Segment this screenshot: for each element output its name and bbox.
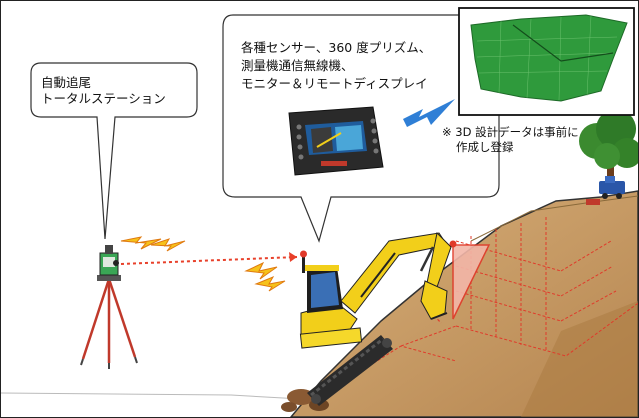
equipment-line3: モニター＆リモートディスプレイ — [241, 75, 428, 91]
laser-arrowhead — [289, 252, 297, 262]
laser-beam — [120, 256, 298, 265]
total-station-label: 自動追尾 トータルステーション — [41, 75, 166, 106]
station-callout — [30, 62, 198, 240]
excavator — [299, 231, 452, 349]
slope-design-grid — [360, 217, 638, 372]
equipment-line1: 各種センサー、360 度プリズム、 — [241, 40, 432, 55]
total-station — [80, 245, 138, 369]
station-label-line1: 自動追尾 — [41, 75, 92, 90]
work-vehicle — [586, 176, 625, 205]
equipment-label: 各種センサー、360 度プリズム、 測量機通信無線機、 モニター＆リモートディス… — [241, 39, 431, 92]
design-data-image — [458, 7, 635, 116]
slope-shadow — [521, 301, 638, 417]
radio-signal-bolts — [120, 236, 286, 292]
station-label-line2: トータルステーション — [41, 90, 166, 106]
design-slope-triangle — [452, 244, 491, 320]
design-data-arrow — [403, 99, 455, 127]
monitor-device — [288, 106, 384, 176]
tree — [579, 109, 638, 191]
slope-top-surface — [470, 195, 638, 242]
design-note-line1: ※ 3D 設計データは事前に — [442, 125, 579, 139]
ground-line — [1, 392, 302, 400]
excavator-tracks — [307, 335, 393, 406]
design-data-note: ※ 3D 設計データは事前に 作成し登録 — [442, 125, 579, 155]
design-note-line2: 作成し登録 — [456, 139, 514, 154]
prism-marker — [300, 250, 307, 258]
equipment-line2: 測量機通信無線機、 — [241, 57, 354, 73]
